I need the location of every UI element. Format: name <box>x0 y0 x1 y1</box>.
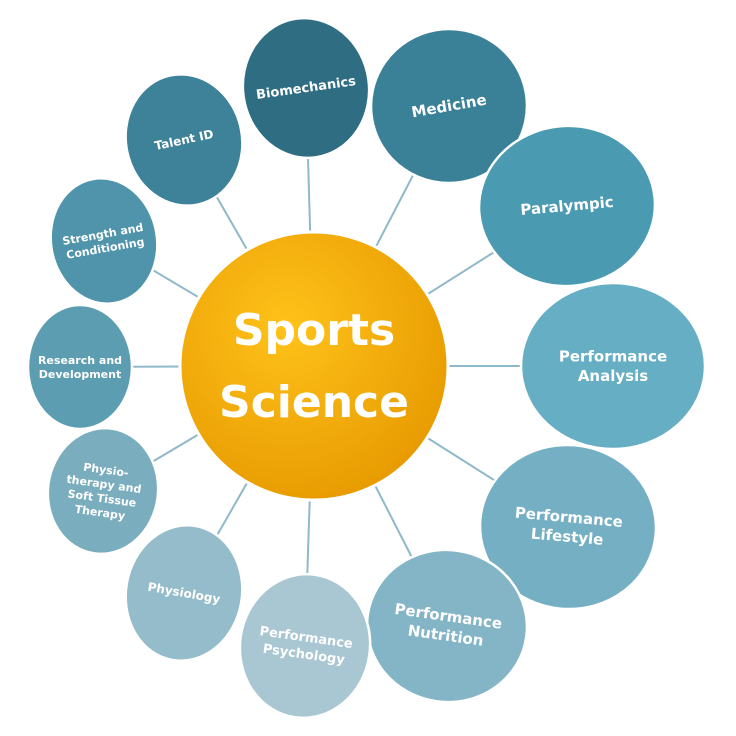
topic-label-line: Research and <box>38 353 122 366</box>
topic-node-medicine: Medicine <box>369 27 529 185</box>
topic-node-biomechanics: Biomechanics <box>241 16 371 160</box>
topic-node-performance-nutrition: PerformanceNutrition <box>365 548 529 704</box>
topic-circle-performance-psychology <box>238 572 372 720</box>
topic-circle-biomechanics <box>241 16 371 160</box>
topic-node-physiology: Physiology <box>124 524 244 662</box>
topic-circle-research-and-development <box>26 303 134 431</box>
topic-circle-performance-lifestyle <box>478 443 658 611</box>
topic-label-line: Analysis <box>578 367 648 385</box>
topic-nodes: BiomechanicsMedicineParalympicPerformanc… <box>26 16 707 720</box>
topic-circle-medicine <box>369 27 529 185</box>
topic-circle-talent-id <box>124 73 244 207</box>
topic-node-performance-lifestyle: PerformanceLifestyle <box>478 443 658 611</box>
topic-circle-physiotherapy <box>46 426 160 556</box>
topic-label-line: Development <box>39 368 121 381</box>
topic-circle-performance-nutrition <box>365 548 529 704</box>
topic-node-physiotherapy: Physio-therapy andSoft TissueTherapy <box>46 426 160 556</box>
topic-node-paralympic: Paralympic <box>477 124 657 288</box>
topic-circle-strength-and-conditioning <box>49 177 159 305</box>
topic-circle-physiology <box>124 524 244 662</box>
topic-label-physiotherapy: Physio-therapy andSoft TissueTherapy <box>62 458 144 524</box>
topic-label-line: Physio- <box>83 460 130 479</box>
hub-label-line: Sports <box>233 305 395 356</box>
topic-node-performance-psychology: PerformancePsychology <box>238 572 372 720</box>
hub-circle <box>178 230 450 502</box>
topic-circle-paralympic <box>477 124 657 288</box>
topic-label-line: Performance <box>559 347 667 365</box>
topic-node-strength-and-conditioning: Strength andConditioning <box>49 177 159 305</box>
hub-label-line: Science <box>219 377 409 428</box>
topic-node-talent-id: Talent ID <box>124 73 244 207</box>
topic-circle-performance-analysis <box>519 281 707 451</box>
